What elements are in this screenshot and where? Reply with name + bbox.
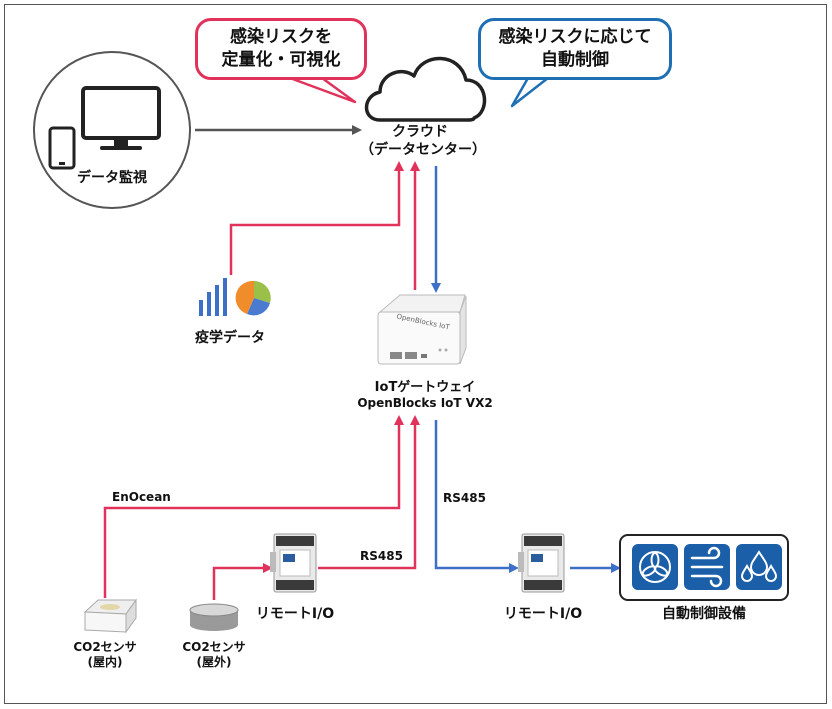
remote-io-icon xyxy=(518,533,565,593)
bubble-left: 感染リスクを 定量化・可視化 xyxy=(195,18,367,80)
monitor-label: データ監視 xyxy=(77,170,147,186)
co2-sensor-indoor-icon xyxy=(83,598,137,634)
remote-io-left-label: リモートI/O xyxy=(255,606,335,622)
remote-io-icon xyxy=(270,533,317,593)
bubble-right-line-2: 自動制御 xyxy=(541,50,609,70)
co2-sensor-outdoor-icon xyxy=(189,603,239,631)
monitor-group xyxy=(33,51,191,209)
rs485-right-label: RS485 xyxy=(443,491,486,505)
gateway-device-icon xyxy=(377,294,467,365)
tablet-icon xyxy=(48,126,76,170)
remoteio-to-gateway-arrow xyxy=(318,415,420,570)
cloud-subtitle: （データセンター） xyxy=(360,141,486,158)
enocean-to-gateway-arrow xyxy=(103,415,404,598)
cloud-title: クラウド xyxy=(392,124,448,140)
gateway-model: OpenBlocks IoT VX2 xyxy=(357,396,493,411)
auto-control-label: 自動制御設備 xyxy=(662,606,746,622)
bubble-right: 感染リスクに応じて 自動制御 xyxy=(478,18,672,80)
epidemic-label: 疫学データ xyxy=(195,330,265,346)
enocean-label: EnOcean xyxy=(112,490,171,504)
gateway-title: IoTゲートウェイ xyxy=(374,380,476,395)
bubble-right-line-1: 感染リスクに応じて xyxy=(498,27,652,48)
co2-outdoor-line-2: (屋外) xyxy=(196,655,232,669)
bar-chart-icon xyxy=(199,278,227,316)
remote-io-right-label: リモートI/O xyxy=(503,606,583,622)
co2-outdoor-label: CO2センサ (屋外) xyxy=(169,640,259,670)
diagram-frame xyxy=(4,4,827,704)
cloud-icon xyxy=(364,56,487,122)
pie-chart-icon xyxy=(235,280,271,316)
rs485-left-label: RS485 xyxy=(360,549,403,563)
co2-indoor-line-2: (屋内) xyxy=(87,655,123,669)
water-drops-icon xyxy=(736,544,782,590)
co2-outdoor-line-1: CO2センサ xyxy=(182,640,246,654)
bubble-right-tail xyxy=(510,76,550,108)
bubble-left-line-1: 感染リスクを xyxy=(230,27,332,48)
bubble-left-line-2: 定量化・可視化 xyxy=(221,50,341,70)
gateway-label: IoTゲートウェイ OpenBlocks IoT VX2 xyxy=(350,380,500,411)
co2-indoor-label: CO2センサ (屋内) xyxy=(60,640,150,670)
monitor-icon xyxy=(81,86,161,150)
wind-icon xyxy=(684,544,730,590)
bubble-left-tail xyxy=(288,76,357,104)
co2-indoor-line-1: CO2センサ xyxy=(73,640,137,654)
gateway-to-remoteio-arrow xyxy=(434,420,519,573)
outdoor-sensor-to-remoteio-arrow xyxy=(212,563,273,600)
fan-icon xyxy=(632,544,678,590)
cloud-label: クラウド （データセンター） xyxy=(360,124,486,159)
epidemic-to-cloud-arrow xyxy=(229,161,404,275)
